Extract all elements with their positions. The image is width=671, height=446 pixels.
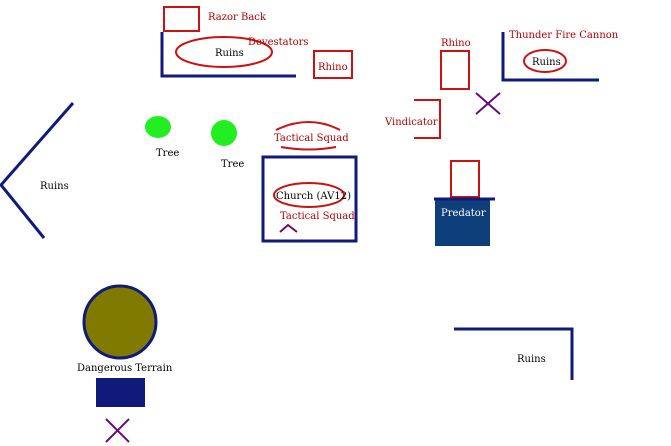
rhino-label-right: Rhino [441, 38, 471, 49]
razor-back-label: Razor Back [208, 12, 267, 23]
ruins-wall-left [0, 102, 75, 239]
vindicator-label: Vindicator [384, 117, 438, 128]
thunder-fire-cannon-unit [523, 49, 567, 73]
objective-marker-x-top [475, 92, 501, 115]
ruins-label-top-left: Ruins [215, 48, 244, 59]
vindicator-vehicle [414, 99, 441, 139]
ruins-wall-bottom-right [454, 327, 574, 380]
rhino-label-left: Rhino [318, 62, 348, 73]
dangerous-terrain-block [96, 378, 145, 407]
thunder-fire-cannon-label: Thunder Fire Cannon [509, 30, 619, 41]
ruins-wall-top-right [501, 32, 599, 82]
rhino-vehicle-right [440, 50, 470, 90]
church-unit-ring [273, 182, 345, 208]
caret-marker [279, 223, 298, 233]
tree-2 [211, 120, 237, 146]
devestators-label: Devestators [248, 37, 309, 48]
dangerous-terrain-area [82, 284, 158, 360]
predator-label: Predator [441, 208, 486, 219]
tactical-squad-top-arc-lower [280, 146, 337, 151]
church-label: Church (AV12) [276, 191, 351, 202]
objective-marker-x-bottom [105, 418, 130, 443]
tactical-squad-label-top: Tactical Squad [274, 133, 349, 144]
tree-1 [145, 116, 171, 138]
ruins-label-left: Ruins [40, 181, 69, 192]
tree-label-2: Tree [221, 159, 244, 170]
tactical-squad-label-inside: Tactical Squad [280, 211, 355, 222]
predator-vehicle [435, 199, 490, 246]
devestators-squad [175, 36, 273, 68]
ruins-label-top-right: Ruins [532, 57, 561, 68]
ruins-wall-top-left [160, 32, 296, 78]
ruins-label-bottom-right: Ruins [517, 354, 546, 365]
church-building [261, 155, 358, 243]
predator-turret [450, 160, 480, 198]
dangerous-terrain-label: Dangerous Terrain [77, 363, 173, 374]
tactical-squad-top-arc-upper [275, 121, 341, 131]
razor-back-vehicle [163, 6, 200, 32]
tree-label-1: Tree [156, 148, 179, 159]
rhino-vehicle-left [313, 50, 353, 79]
